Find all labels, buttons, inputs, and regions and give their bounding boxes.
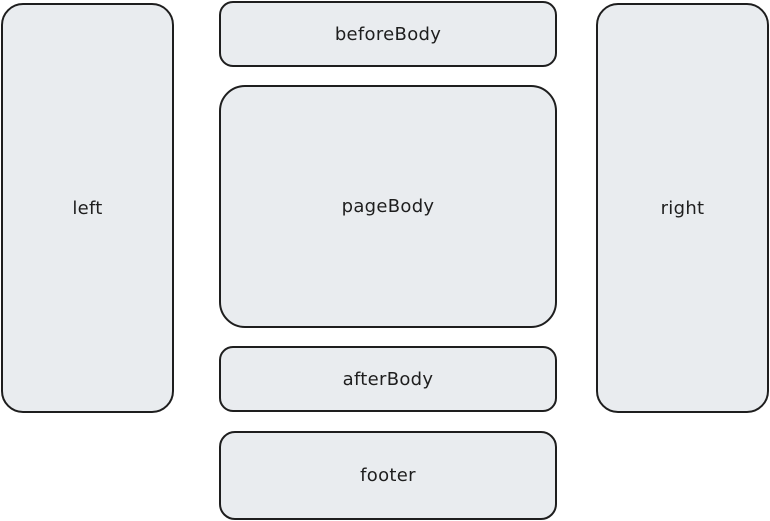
right-region-box: right [596, 3, 769, 413]
page-body-region-label: pageBody [341, 196, 435, 217]
left-region-box: left [1, 3, 174, 413]
footer-region-label: footer [360, 465, 416, 486]
left-region-label: left [72, 197, 103, 219]
after-body-region-box: afterBody [219, 346, 557, 412]
page-body-region-box: pageBody [219, 85, 557, 328]
before-body-region-box: beforeBody [219, 1, 557, 67]
after-body-region-label: afterBody [342, 368, 434, 390]
footer-region-box: footer [219, 431, 557, 520]
right-region-label: right [660, 197, 705, 219]
before-body-region-label: beforeBody [334, 23, 442, 45]
